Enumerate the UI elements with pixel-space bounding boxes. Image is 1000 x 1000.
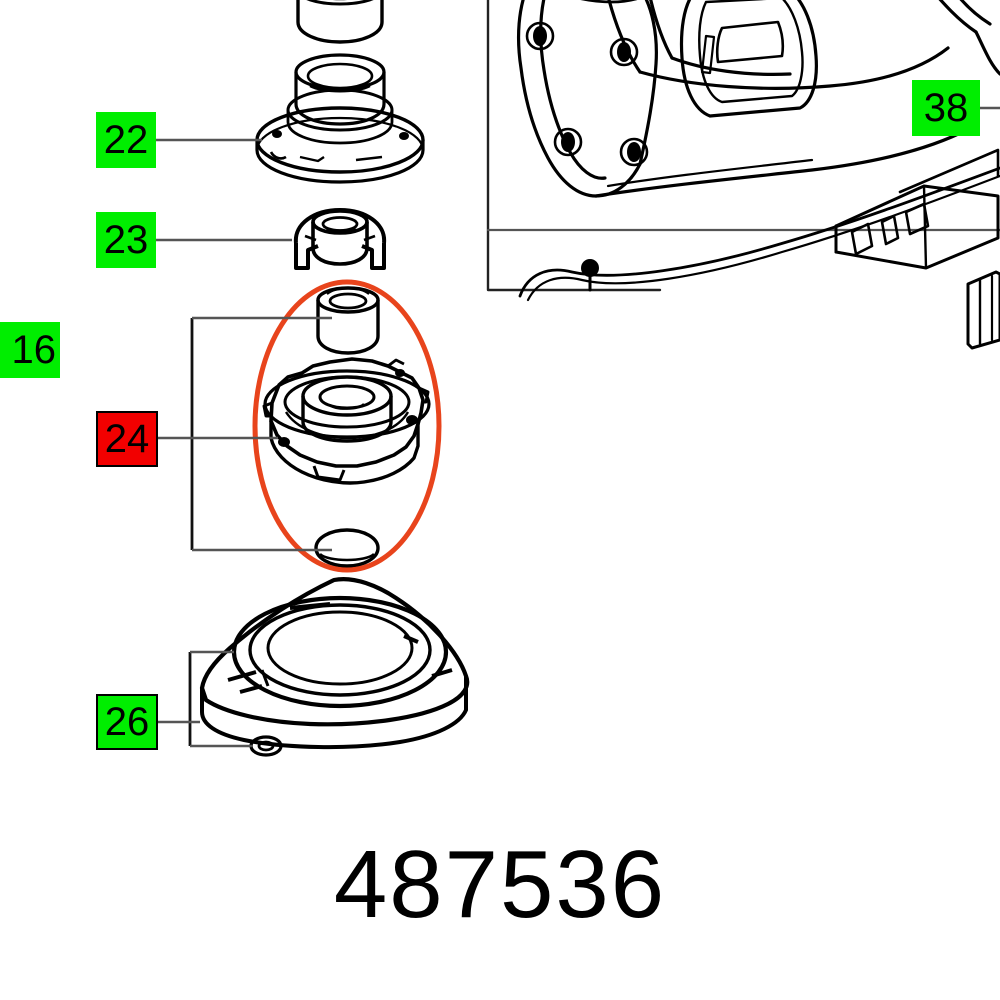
callout-23[interactable]: 23	[96, 212, 156, 268]
callout-23-label: 23	[103, 218, 149, 262]
callout-16[interactable]: 16	[0, 322, 60, 378]
callout-26-label: 26	[104, 700, 150, 744]
callout-38-label: 38	[923, 86, 969, 130]
selection-ellipse	[252, 279, 442, 573]
callout-24[interactable]: 24	[96, 411, 158, 467]
callout-38[interactable]: 38	[912, 80, 980, 136]
diagram-caption: 487536	[333, 831, 667, 938]
callout-22[interactable]: 22	[96, 112, 156, 168]
part-24-assembly	[262, 286, 431, 568]
part-23-retainer-clip	[293, 208, 387, 270]
callout-26[interactable]: 26	[96, 694, 158, 750]
tool-body-assembly	[486, 0, 1000, 350]
part-22-flanged-housing	[255, 0, 425, 184]
callout-16-label: 16	[11, 328, 57, 372]
callout-24-label: 24	[104, 417, 150, 461]
leader-lines	[156, 106, 1000, 748]
callout-22-label: 22	[103, 118, 149, 162]
part-26-pad-base	[199, 577, 470, 757]
